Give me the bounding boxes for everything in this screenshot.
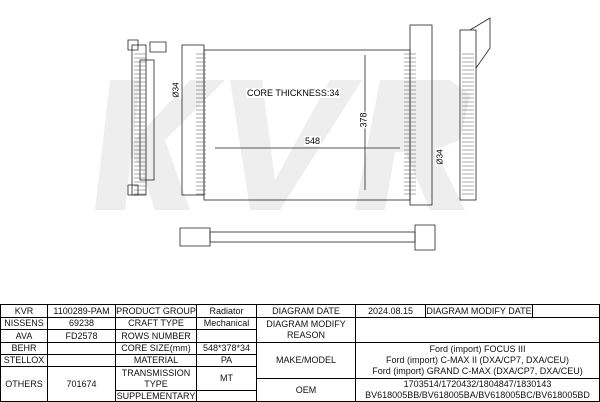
diagram-modify-reason-label: DIAGRAM MODIFY REASON: [256, 317, 356, 343]
make-model-label: MAKE/MODEL: [256, 342, 356, 379]
rows-number-value: [196, 329, 257, 343]
oem-value: 1703514/1720432/1804847/1830143 BV618005…: [355, 378, 600, 402]
make-model-value: Ford (import) FOCUS III Ford (import) C-…: [355, 342, 600, 379]
oem-line: 1703514/1720432/1804847/1830143: [403, 379, 552, 389]
diameter-left: Ø34: [171, 81, 182, 99]
oem-label: OEM: [256, 378, 356, 402]
make-model-line: Ford (import) FOCUS III: [429, 344, 526, 354]
others-label: OTHERS: [0, 366, 48, 402]
kvr-value: 1100289-PAM: [47, 304, 116, 318]
make-model-line: Ford (import) C-MAX II (DXA/CP7, DXA/CEU…: [385, 355, 570, 365]
supplementary-value: [196, 390, 257, 402]
product-group-value: Radiator: [196, 304, 257, 318]
right-side-view: [459, 17, 491, 201]
others-value: 701674: [47, 366, 116, 402]
width-dimension: 548: [304, 136, 322, 146]
core-thickness-label: CORE THICKNESS:34: [246, 88, 341, 98]
ava-label: AVA: [0, 329, 48, 343]
product-group-label: PRODUCT GROUP: [115, 304, 197, 318]
watermark-logo: [95, 80, 470, 210]
bottom-view: [179, 224, 436, 251]
diameter-right: Ø34: [435, 148, 446, 166]
radiator-front-view: [134, 24, 474, 206]
kvr-label: KVR: [0, 304, 48, 318]
diagram-modify-date-value: [532, 304, 600, 318]
supplementary-label: SUPPLEMENTARY: [115, 390, 197, 402]
oem-line: BV618005BB/BV618005BA/BV618005BC/BV61800…: [365, 390, 590, 400]
transmission-value: MT: [196, 366, 257, 391]
radiator-drawing: [127, 17, 491, 251]
diagram-date-label: DIAGRAM DATE: [256, 304, 356, 318]
transmission-label: TRANSMISSION TYPE: [115, 366, 197, 391]
height-dimension: 378: [358, 111, 369, 129]
left-side-view: [127, 39, 167, 196]
diagram-modify-reason-value: [355, 317, 600, 343]
rows-number-label: ROWS NUMBER: [115, 329, 197, 343]
make-model-line: Ford (import) GRAND C-MAX (DXA/CP7, DXA/…: [372, 366, 583, 376]
ava-value: FD2578: [47, 329, 116, 343]
diagram-date-value: 2024.08.15: [355, 304, 426, 318]
diagram-modify-date-label: DIAGRAM MODIFY DATE: [425, 304, 533, 318]
